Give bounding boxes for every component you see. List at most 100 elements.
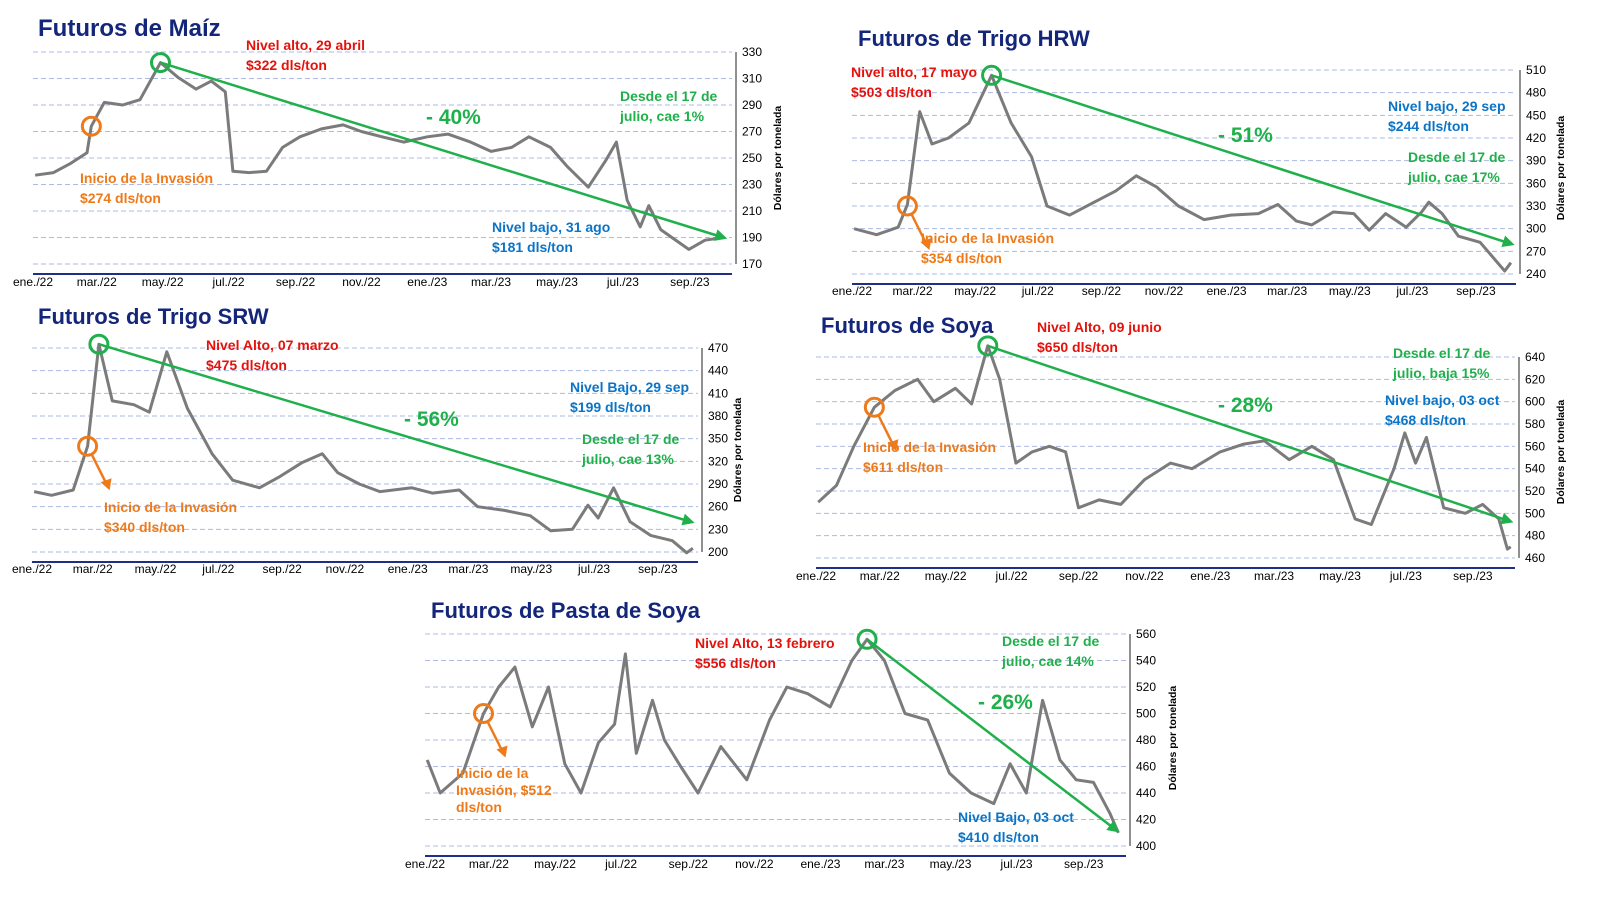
high-annotation: Nivel alto, 29 abril$322 dls/ton (246, 37, 365, 73)
x-tick-label: jul./22 (1021, 284, 1054, 298)
invasion-annotation: Inicio de la Invasión$611 dls/ton (863, 439, 996, 475)
x-tick-label: sep./23 (1453, 569, 1493, 583)
x-tick-label: sep./22 (669, 857, 709, 871)
low-annotation: Nivel bajo, 31 ago$181 dls/ton (492, 219, 610, 255)
low-annotation: Nivel bajo, 03 oct$468 dls/ton (1385, 392, 1500, 428)
trend-arrow-line (987, 344, 1510, 523)
x-tick-label: sep./23 (670, 275, 710, 289)
x-tick-label: ene./22 (405, 857, 445, 871)
y-tick-label: 520 (1525, 484, 1545, 498)
high-marker (981, 64, 1003, 86)
chart-title: Futuros de Pasta de Soya (431, 598, 701, 623)
y-tick-label: 440 (708, 364, 728, 378)
y-tick-label: 360 (1526, 176, 1546, 190)
x-tick-label: may./22 (135, 562, 177, 576)
invasion-pointer-head (100, 478, 112, 491)
x-tick-label: mar./22 (77, 275, 117, 289)
chart-soya: Futuros de Soya 460480500520540560580600… (796, 313, 1567, 583)
x-tick-label: ene./23 (1190, 569, 1230, 583)
y-tick-label: 560 (1525, 439, 1545, 453)
y-tick-label: 230 (708, 522, 728, 536)
percent-change: - 26% (978, 691, 1033, 714)
y-tick-label: 520 (1136, 680, 1156, 694)
trend-arrow-line (160, 61, 724, 239)
high-marker (149, 52, 171, 74)
invasion-annotation: Inicio de la Invasión$354 dls/ton (921, 230, 1054, 266)
x-tick-label: mar./22 (73, 562, 113, 576)
x-tick-label: mar./22 (860, 569, 900, 583)
chart-title: Futuros de Soya (821, 313, 994, 338)
price-series-line (33, 342, 694, 555)
x-tick-label: jul./22 (604, 857, 637, 871)
x-tick-label: may./23 (930, 857, 972, 871)
x-tick-label: mar./23 (1254, 569, 1294, 583)
x-tick-label: ene./22 (796, 569, 836, 583)
trend-arrow-head (713, 229, 728, 241)
trend-arrow-head (1106, 820, 1120, 833)
x-tick-label: jul./23 (1389, 569, 1422, 583)
y-tick-label: 210 (742, 204, 762, 218)
x-tick-label: mar./23 (864, 857, 904, 871)
y-axis-label: Dólares por tonelada (772, 106, 784, 211)
y-tick-label: 300 (1526, 222, 1546, 236)
x-tick-label: may./23 (1329, 284, 1371, 298)
y-tick-label: 450 (1526, 108, 1546, 122)
chart-title: Futuros de Trigo SRW (38, 304, 269, 329)
x-tick-label: mar./23 (1267, 284, 1307, 298)
low-annotation: Nivel Bajo, 29 sep$199 dls/ton (570, 379, 689, 415)
y-tick-label: 410 (708, 386, 728, 400)
y-tick-label: 330 (742, 45, 762, 59)
y-tick-label: 510 (1526, 63, 1546, 77)
invasion-pointer-head (496, 745, 508, 758)
y-tick-label: 460 (1136, 760, 1156, 774)
y-tick-label: 310 (742, 72, 762, 86)
x-tick-label: mar./23 (471, 275, 511, 289)
x-tick-label: may./23 (1319, 569, 1361, 583)
invasion-pointer-head (887, 439, 899, 452)
x-tick-label: jul./23 (1395, 284, 1428, 298)
low-annotation: Nivel Bajo, 03 oct$410 dls/ton (958, 809, 1074, 845)
low-annotation: Nivel bajo, 29 sep$244 dls/ton (1388, 98, 1506, 134)
x-tick-label: jul./22 (212, 275, 245, 289)
y-axis-label: Dólares por tonelada (1555, 400, 1567, 505)
x-tick-label: jul./22 (995, 569, 1028, 583)
chart-maiz: Futuros de Maíz 170190210230250270290310… (13, 15, 784, 289)
trend-arrow-line (991, 74, 1512, 245)
y-tick-label: 500 (1525, 506, 1545, 520)
y-tick-label: 250 (742, 151, 762, 165)
trend-arrow-line (866, 638, 1118, 832)
y-tick-label: 470 (708, 341, 728, 355)
high-marker (88, 333, 110, 355)
x-tick-label: nov./22 (1145, 284, 1184, 298)
trend-arrow-head (1501, 235, 1515, 248)
x-tick-label: sep./22 (1059, 569, 1099, 583)
y-tick-label: 540 (1525, 462, 1545, 476)
x-tick-label: ene./23 (407, 275, 447, 289)
percent-change: - 51% (1218, 124, 1273, 147)
x-tick-label: ene./23 (388, 562, 428, 576)
y-tick-label: 560 (1136, 627, 1156, 641)
invasion-marker (473, 703, 495, 724)
y-tick-label: 480 (1136, 733, 1156, 747)
chart-title: Futuros de Trigo HRW (858, 26, 1090, 51)
y-tick-label: 320 (708, 454, 728, 468)
x-tick-label: mar./22 (893, 284, 933, 298)
high-annotation: Nivel Alto, 07 marzo$475 dls/ton (206, 337, 339, 373)
high-annotation: Nivel Alto, 13 febrero$556 dls/ton (695, 635, 835, 671)
x-tick-label: sep./23 (1064, 857, 1104, 871)
x-tick-label: sep./23 (1456, 284, 1496, 298)
invasion-annotation: Inicio de la Invasión$340 dls/ton (104, 499, 237, 535)
y-tick-label: 350 (708, 432, 728, 446)
x-tick-label: may./22 (954, 284, 996, 298)
y-axis-label: Dólares por tonelada (732, 398, 744, 503)
invasion-marker (80, 115, 102, 137)
y-tick-label: 230 (742, 178, 762, 192)
x-tick-label: ene./22 (12, 562, 52, 576)
y-tick-label: 480 (1526, 86, 1546, 100)
y-tick-label: 290 (708, 477, 728, 491)
x-tick-label: jul./23 (577, 562, 610, 576)
y-tick-label: 640 (1525, 350, 1545, 364)
